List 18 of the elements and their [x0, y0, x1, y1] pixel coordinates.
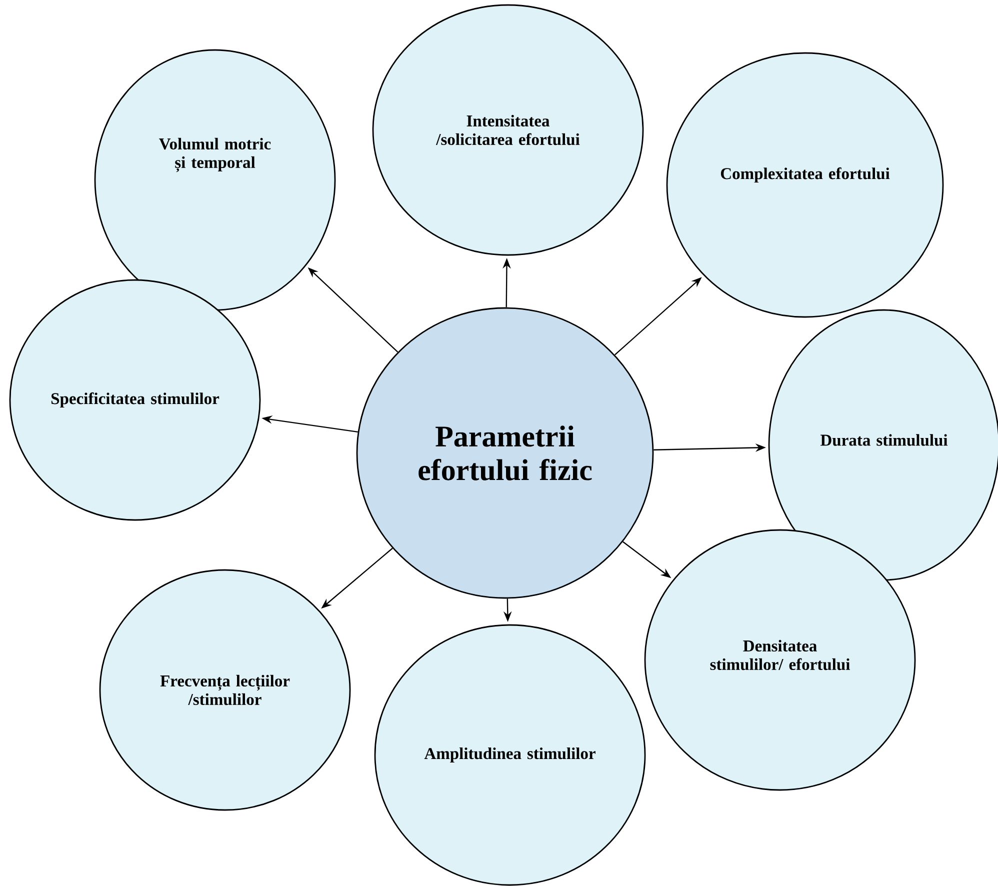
node-text: Specificitatea stimulilor: [51, 392, 220, 408]
node-text: Intensitatea /solicitarea efortului: [436, 114, 580, 146]
node-text: Durata stimulului: [820, 434, 948, 446]
node-text: Amplitudinea stimulilor: [424, 748, 596, 762]
circle-node: [768, 309, 998, 581]
node-text: Frecvența lecțiilor /stimulilor: [160, 674, 290, 706]
node-text: Densitatea stimulilor/ efortului: [710, 640, 850, 670]
circle-node: [99, 569, 351, 811]
node-text: Volumul motric și temporal: [159, 138, 271, 172]
circle-node: [356, 307, 654, 599]
circle-node: [666, 52, 944, 318]
circle-node: [94, 49, 336, 311]
node-text: Complexitatea efortului: [720, 167, 890, 183]
circle-node: [644, 529, 916, 791]
circle-node: [374, 624, 646, 886]
circle-node: [9, 279, 261, 521]
circle-node: [372, 4, 644, 256]
node-text: Parametrii efortului fizic: [418, 426, 592, 480]
